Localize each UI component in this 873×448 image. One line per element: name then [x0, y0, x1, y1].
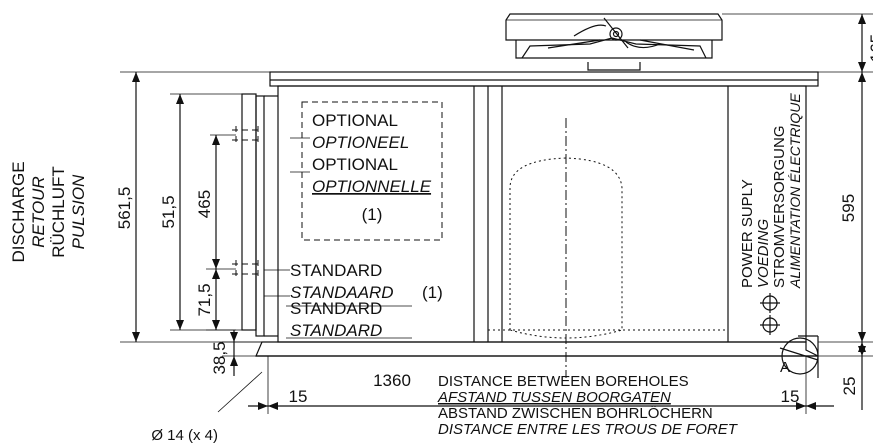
standard-en: STANDARD — [290, 261, 382, 280]
dim-top-fan: 165 — [867, 34, 873, 62]
standard-note: (1) — [422, 283, 443, 302]
dim-bottom-right-15: 15 — [781, 387, 800, 406]
boreholes-en: DISTANCE BETWEEN BOREHOLES — [438, 373, 689, 390]
dim-left-71: 71,5 — [195, 283, 214, 316]
optional-fr: OPTIONNELLE — [312, 177, 432, 196]
boreholes-nl: AFSTAND TUSSEN BOORGATEN — [437, 389, 671, 406]
optional-note: (1) — [362, 205, 383, 224]
power-nl: VOEDING — [755, 218, 772, 288]
fan-assembly — [505, 13, 723, 71]
duct-stubs — [232, 126, 262, 278]
dim-bottom-right: 25 — [840, 377, 859, 396]
discharge-fr: PULSION — [69, 174, 88, 249]
optional-en: OPTIONAL — [312, 111, 398, 130]
dim-left-inner: 51,5 — [159, 195, 178, 228]
optional-box — [301, 101, 443, 241]
boreholes-fr: DISTANCE ENTRE LES TROUS DE FORET — [438, 421, 739, 438]
left-dimension-lines — [120, 71, 270, 376]
discharge-de: RÜCHLUFT — [49, 166, 68, 258]
dim-left-38: 38,5 — [210, 341, 229, 374]
standard-fr: STANDARD — [290, 321, 382, 340]
discharge-nl: RETOUR — [29, 176, 48, 247]
dim-right-body: 595 — [839, 194, 858, 222]
point-a-label: A — [780, 359, 790, 376]
bottom-dimension-lines — [217, 356, 834, 414]
power-en: POWER SUPLY — [739, 179, 756, 288]
optional-nl: OPTIONEEL — [312, 133, 409, 152]
discharge-en: DISCHARGE — [9, 161, 28, 262]
power-fr: ALIMENTATION ÉLECTRIQUE — [787, 93, 803, 289]
power-de: STROMVERSORGUNG — [771, 125, 788, 288]
standard-nl: STANDAARD — [290, 283, 394, 302]
boreholes-de: ABSTAND ZWISCHEN BOHRLÖCHERN — [438, 404, 713, 422]
power-supply-connectors — [760, 293, 780, 335]
dim-bottom-1360: 1360 — [373, 371, 411, 390]
standard-de: STANDARD — [290, 299, 382, 318]
dim-hole: Ø 14 (x 4) — [151, 427, 218, 444]
dim-left-465: 465 — [195, 190, 214, 218]
optional-de: OPTIONAL — [312, 155, 398, 174]
dim-left-total: 561,5 — [115, 187, 134, 230]
right-dimension-lines — [722, 13, 873, 410]
storage-tank — [488, 118, 728, 378]
dim-bottom-left-15: 15 — [289, 387, 308, 406]
unit-body — [241, 71, 819, 357]
